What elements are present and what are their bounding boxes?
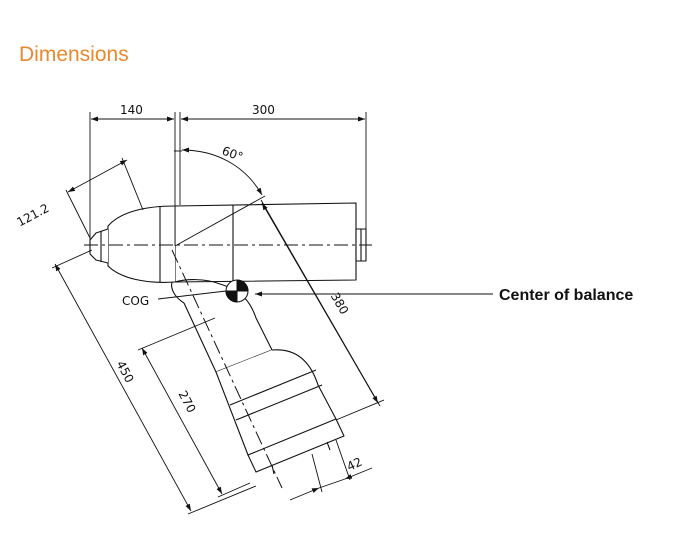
dim-380-line <box>261 202 379 404</box>
label-cog: COG <box>122 294 149 308</box>
dim-42-line <box>289 487 320 501</box>
base-body <box>215 349 337 456</box>
base-plate <box>247 418 345 473</box>
label-450: 450 <box>113 358 136 385</box>
label-121-2: 121.2 <box>15 201 52 229</box>
dim-270-line <box>141 347 223 495</box>
angle-arc <box>181 147 263 196</box>
label-42: 42 <box>345 455 365 474</box>
label-270: 270 <box>175 388 198 415</box>
label-140: 140 <box>120 103 143 117</box>
label-center-of-balance: Center of balance <box>499 287 633 304</box>
label-angle: 60° <box>220 144 245 164</box>
dim-121-2-line <box>67 159 128 193</box>
arm-body <box>174 202 357 283</box>
page-title: Dimensions <box>19 43 129 66</box>
wrist-flange <box>89 228 109 264</box>
cog-symbol <box>225 279 249 303</box>
label-300: 300 <box>252 103 275 117</box>
wrist-taper <box>107 205 176 283</box>
